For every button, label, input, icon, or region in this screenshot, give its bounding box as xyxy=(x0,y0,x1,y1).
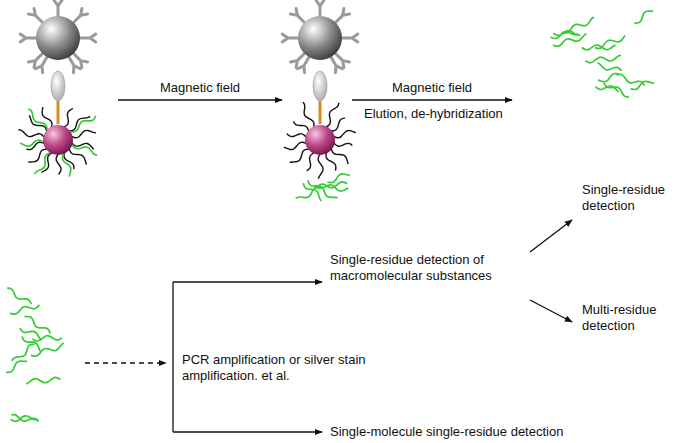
dna-strand xyxy=(10,305,39,314)
dna-strand xyxy=(20,140,43,146)
antibody-symbol xyxy=(331,57,342,73)
dna-strand xyxy=(22,337,40,352)
dna-strand xyxy=(326,103,339,127)
antibody-symbol xyxy=(69,57,80,73)
complex-eluted xyxy=(282,0,358,201)
dna-strand xyxy=(41,153,52,173)
label-text: Magnetic field xyxy=(372,80,492,96)
label-text: Single-residue detection of macromolecul… xyxy=(330,252,530,284)
dna-strand xyxy=(331,148,348,164)
antibody-symbol xyxy=(36,57,47,73)
dna-strand xyxy=(316,185,349,191)
dna-strand xyxy=(6,361,27,372)
dna-strand xyxy=(585,55,621,62)
dna-strand xyxy=(290,149,310,162)
antibody-symbol xyxy=(28,8,42,22)
antibody-symbol xyxy=(336,8,350,22)
dna-strand xyxy=(24,316,50,333)
antibody-symbol xyxy=(54,0,62,16)
magnetic-bead xyxy=(298,16,342,60)
arrow xyxy=(173,281,322,282)
label-text: PCR amplification or silver stain amplif… xyxy=(182,352,392,384)
dna-strand xyxy=(31,343,64,356)
label-text: Magnetic field xyxy=(140,80,260,96)
arrow xyxy=(530,220,572,252)
label-text: Single-molecule single-residue detection xyxy=(330,424,660,440)
dna-strand xyxy=(18,130,44,138)
dna-strand xyxy=(69,148,86,164)
label-text: Multi-residue detection xyxy=(582,302,676,334)
dashed-arrow xyxy=(85,362,166,363)
dna-strand xyxy=(64,108,73,127)
dna-strand xyxy=(326,152,336,170)
antibody-symbol xyxy=(74,8,88,22)
flow-arrows xyxy=(85,100,572,432)
dna-strand xyxy=(71,116,96,132)
dna-bead xyxy=(43,125,73,155)
dna-strand xyxy=(293,121,308,131)
dna-strand xyxy=(331,118,345,131)
dna-strand xyxy=(284,142,307,149)
linker xyxy=(319,101,322,124)
dna-strand xyxy=(56,154,61,174)
dna-strand xyxy=(11,416,39,421)
dna-strand xyxy=(334,130,356,137)
dna-strand xyxy=(72,130,96,137)
antibody-symbol xyxy=(290,8,304,22)
dna-strand xyxy=(595,35,625,48)
antibody-symbol xyxy=(20,34,36,42)
bracket xyxy=(172,282,173,432)
arrow xyxy=(173,431,322,432)
dna-strand xyxy=(28,149,47,162)
dna-strand xyxy=(64,152,74,169)
antibody-symbol xyxy=(342,34,358,42)
label-text: Single-residue detection xyxy=(582,182,676,214)
dna-strand xyxy=(604,83,629,97)
dna-strand xyxy=(7,288,31,304)
antibody-symbol xyxy=(316,0,324,16)
dna-strand xyxy=(296,188,321,199)
complex-bound xyxy=(18,0,97,176)
dna-strand xyxy=(28,109,47,130)
antibody-symbol xyxy=(80,34,96,42)
dna-strand xyxy=(72,145,97,156)
dna-strand xyxy=(334,143,353,146)
dna-strand xyxy=(62,154,70,176)
dna-strand xyxy=(12,344,35,361)
dna-strand xyxy=(303,102,314,127)
dna-strand xyxy=(287,134,306,138)
label-text: Elution, de-hybridization xyxy=(364,106,534,122)
linker xyxy=(57,101,60,124)
arrow xyxy=(530,300,572,322)
released-strands xyxy=(551,11,655,97)
released-strands xyxy=(6,288,64,422)
dna-bead xyxy=(305,125,335,155)
dna-strand xyxy=(34,153,50,174)
dna-strand xyxy=(26,377,60,384)
dna-strand xyxy=(598,73,619,81)
dna-strand xyxy=(553,31,580,36)
dna-strand xyxy=(634,11,653,23)
dna-strand xyxy=(42,107,52,127)
target-antigen xyxy=(313,71,327,101)
dna-strand xyxy=(630,81,654,89)
target-antigen xyxy=(51,71,65,101)
dna-strand xyxy=(598,63,622,71)
dna-strand xyxy=(307,153,315,171)
dna-strand xyxy=(318,154,323,179)
bead-figures xyxy=(6,0,654,421)
dna-strand xyxy=(11,415,38,422)
arrow xyxy=(352,99,512,100)
antibody-symbol xyxy=(298,57,309,73)
magnetic-bead xyxy=(36,16,80,60)
dna-strand xyxy=(32,336,61,341)
antibody-symbol xyxy=(282,34,298,42)
arrow xyxy=(118,99,282,100)
dna-strand xyxy=(327,174,349,183)
